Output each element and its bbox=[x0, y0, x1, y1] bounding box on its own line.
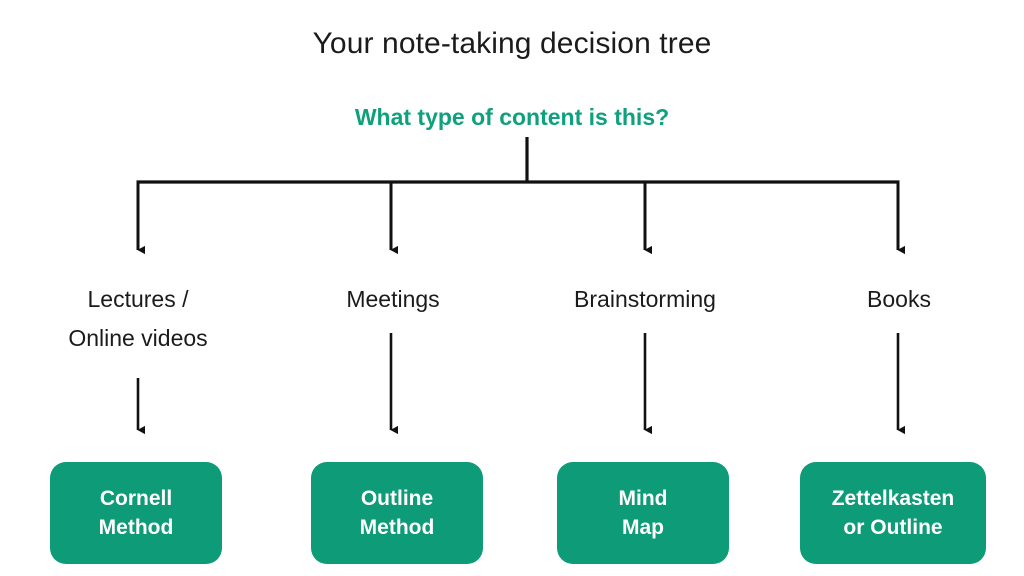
branch-label-books: Books bbox=[867, 286, 931, 312]
result-box-zettelkasten-or-outline[interactable]: Zettelkasten or Outline bbox=[800, 462, 986, 564]
result-box-mind-map[interactable]: Mind Map bbox=[557, 462, 729, 564]
branch-label-meetings: Meetings bbox=[346, 286, 440, 312]
page-title: Your note-taking decision tree bbox=[312, 27, 712, 60]
branch-label-lectures: Lectures / Online videos bbox=[68, 286, 208, 351]
result-box-cornell-method[interactable]: Cornell Method bbox=[50, 462, 222, 564]
root-question-node: What type of content is this? bbox=[354, 104, 670, 130]
branch-label-brainstorming: Brainstorming bbox=[574, 286, 716, 312]
result-box-outline-method[interactable]: Outline Method bbox=[311, 462, 483, 564]
